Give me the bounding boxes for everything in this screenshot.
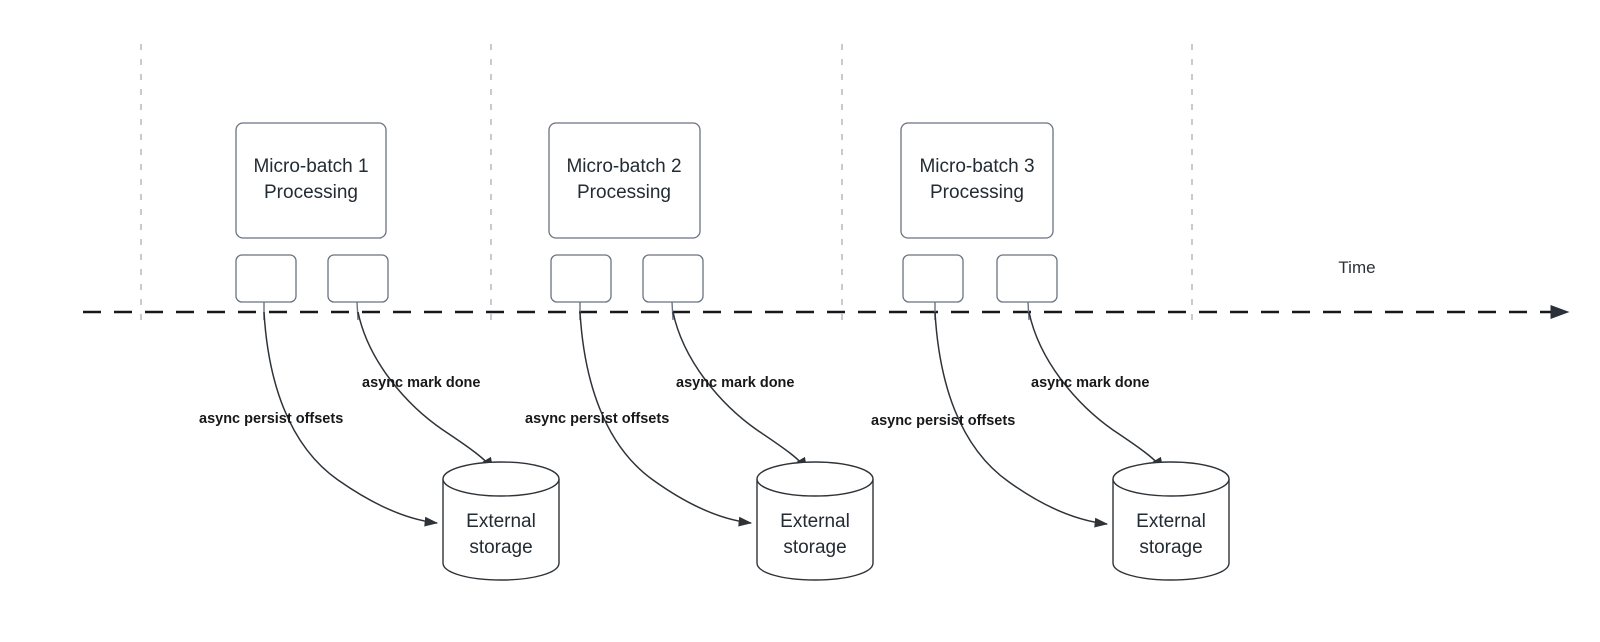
micro-batch-1-task-box-a[interactable] <box>235 254 297 303</box>
micro-batch-2-processing-box[interactable] <box>548 122 701 239</box>
micro-batch-1-persist-offsets-arrow <box>263 311 439 527</box>
external-storage-cylinder-2[interactable] <box>756 461 874 581</box>
micro-batch-2-mark-done-label: async mark done <box>676 375 794 391</box>
micro-batch-2-persist-offsets-arrow <box>579 311 753 527</box>
micro-batch-3-label-line2: Processing <box>930 182 1024 203</box>
external-storage-3-label-line2: storage <box>1139 537 1202 558</box>
external-storage-1-label-line1: External <box>466 511 536 532</box>
period-boundary-lines <box>140 44 1193 322</box>
micro-batch-2-label-line1: Micro-batch 2 <box>566 156 681 177</box>
micro-batch-3-task-box-a[interactable] <box>902 254 964 303</box>
external-storage-1-label-line2: storage <box>469 537 532 558</box>
micro-batch-2-task-box-a[interactable] <box>550 254 612 303</box>
micro-batch-1-label-line1: Micro-batch 1 <box>253 156 368 177</box>
micro-batch-2-stem-b <box>671 301 674 321</box>
time-axis-label: Time <box>1338 258 1375 277</box>
external-storage-3-label-line1: External <box>1136 511 1206 532</box>
external-storage-2-label-line2: storage <box>783 537 846 558</box>
micro-batch-1-task-box-b[interactable] <box>327 254 389 303</box>
micro-batch-1-mark-done-arrow <box>357 311 494 471</box>
micro-batch-1-persist-offsets-label: async persist offsets <box>199 411 343 427</box>
micro-batch-3-persist-offsets-label: async persist offsets <box>871 413 1015 429</box>
micro-batch-3-persist-offsets-arrow <box>934 311 1109 528</box>
group-3: Micro-batch 3 Processing async persist o… <box>871 122 1230 581</box>
micro-batch-3-task-box-b[interactable] <box>996 254 1058 303</box>
time-axis: Time <box>83 258 1570 320</box>
micro-batch-3-label-line1: Micro-batch 3 <box>919 156 1034 177</box>
micro-batch-3-processing-box[interactable] <box>900 122 1054 239</box>
group-1: Micro-batch 1 Processing async persist o… <box>199 122 560 581</box>
micro-batch-3-stem-b <box>1027 301 1030 321</box>
micro-batch-1-label-line2: Processing <box>264 182 358 203</box>
micro-batch-1-processing-box[interactable] <box>235 122 387 239</box>
external-storage-2-label-line1: External <box>780 511 850 532</box>
group-2: Micro-batch 2 Processing async persist o… <box>525 122 874 581</box>
micro-batch-2-persist-offsets-label: async persist offsets <box>525 411 669 427</box>
micro-batch-2-label-line2: Processing <box>577 182 671 203</box>
micro-batch-3-mark-done-arrow <box>1028 311 1164 471</box>
external-storage-cylinder-1[interactable] <box>442 461 560 581</box>
micro-batch-3-mark-done-label: async mark done <box>1031 375 1149 391</box>
micro-batch-2-task-box-b[interactable] <box>642 254 704 303</box>
external-storage-cylinder-3[interactable] <box>1112 461 1230 581</box>
micro-batch-1-mark-done-label: async mark done <box>362 375 480 391</box>
micro-batch-1-stem-b <box>356 301 359 321</box>
micro-batch-2-mark-done-arrow <box>672 311 808 471</box>
